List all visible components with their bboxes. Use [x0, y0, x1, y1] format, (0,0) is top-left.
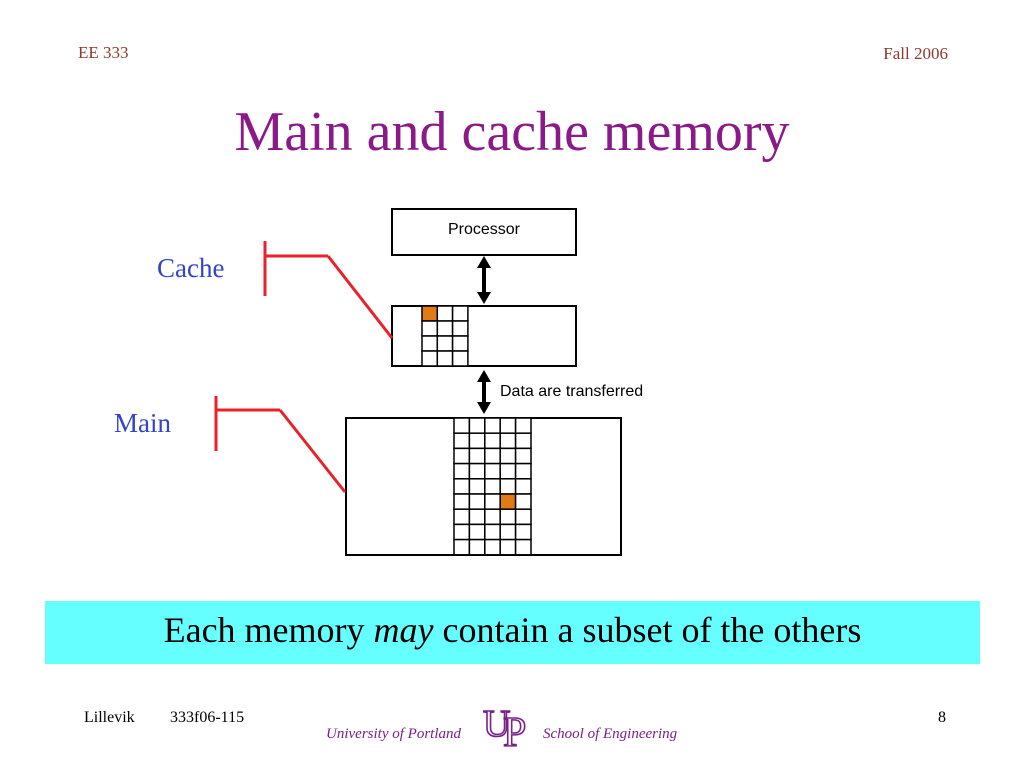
memory-cell: [468, 508, 486, 526]
memory-cell: [468, 417, 486, 434]
memory-cell: [499, 432, 517, 450]
memory-cell: [514, 462, 532, 480]
memory-cell: [468, 493, 486, 510]
memory-cell: [468, 447, 486, 465]
memory-cell: [484, 462, 501, 480]
summary-text-start: Each memory: [163, 610, 374, 650]
memory-cell: [514, 432, 532, 450]
memory-cell: [499, 462, 517, 480]
memory-cell: [514, 538, 532, 556]
cache-label: Cache: [157, 253, 225, 283]
cache-callout-line: [263, 241, 394, 339]
memory-cell: [484, 538, 501, 556]
memory-cell: [484, 432, 501, 450]
cache-main-arrow: [477, 370, 491, 414]
footer-code: 333f06-115: [170, 709, 245, 726]
memory-cell: [436, 320, 454, 337]
memory-cell: [453, 478, 471, 495]
highlighted-cell: [499, 493, 517, 510]
memory-cell: [499, 538, 517, 556]
memory-cell: [499, 417, 517, 434]
footer-author: Lillevik: [84, 709, 135, 726]
memory-cell: [453, 462, 471, 480]
memory-diagram: [214, 208, 622, 556]
memory-cell: [468, 462, 486, 480]
memory-cell: [499, 447, 517, 465]
memory-cell: [514, 417, 532, 434]
memory-cell: [468, 523, 486, 541]
memory-cell: [484, 508, 501, 526]
memory-cell: [468, 478, 486, 495]
memory-cell: [484, 478, 501, 495]
memory-cell: [421, 335, 439, 352]
page-number: 8: [938, 709, 946, 726]
memory-cell: [421, 350, 439, 367]
memory-cell: [421, 320, 439, 337]
memory-cell: [514, 508, 532, 526]
memory-cell: [484, 523, 501, 541]
cache-box: [391, 305, 577, 367]
memory-cell: [499, 508, 517, 526]
university-logo: U P: [482, 702, 527, 752]
cache-grid: [421, 305, 469, 367]
memory-cell: [514, 447, 532, 465]
main-memory-grid: [453, 417, 532, 556]
svg-text:U: U: [483, 703, 510, 745]
memory-cell: [484, 493, 501, 510]
processor-label: Processor: [447, 221, 521, 238]
memory-cell: [468, 432, 486, 450]
memory-cell: [514, 478, 532, 495]
svg-text:P: P: [503, 710, 526, 752]
main-callout-line: [214, 396, 347, 493]
memory-cell: [514, 493, 532, 510]
memory-cell: [453, 523, 471, 541]
transfer-label: Data are transferred: [500, 383, 644, 400]
processor-box: [391, 208, 577, 256]
memory-cell: [499, 478, 517, 495]
memory-cell: [451, 335, 469, 352]
memory-cell: [451, 350, 469, 367]
memory-cell: [484, 447, 501, 465]
memory-cell: [453, 508, 471, 526]
memory-cell: [436, 335, 454, 352]
memory-cell: [436, 305, 454, 322]
memory-cell: [468, 538, 486, 556]
memory-cell: [499, 523, 517, 541]
memory-cell: [451, 320, 469, 337]
course-code: EE 333: [78, 43, 129, 62]
summary-text-emphasis: may: [373, 610, 434, 650]
main-label: Main: [114, 408, 171, 438]
memory-cell: [453, 432, 471, 450]
school-name: School of Engineering: [543, 726, 678, 742]
memory-cell: [453, 493, 471, 510]
memory-cell: [484, 417, 501, 434]
summary-text: Each memory may contain a subset of the …: [45, 609, 980, 651]
term-label: Fall 2006: [883, 44, 948, 63]
memory-cell: [436, 350, 454, 367]
memory-cell: [453, 447, 471, 465]
highlighted-cell: [421, 305, 439, 322]
memory-cell: [453, 417, 471, 434]
memory-cell: [451, 305, 469, 322]
processor-cache-arrow: [477, 256, 491, 304]
summary-text-end: contain a subset of the others: [433, 610, 862, 650]
summary-banner: [45, 601, 980, 664]
slide-title: Main and cache memory: [234, 101, 790, 163]
memory-cell: [514, 523, 532, 541]
university-name: University of Portland: [326, 726, 461, 742]
memory-cell: [453, 538, 471, 556]
